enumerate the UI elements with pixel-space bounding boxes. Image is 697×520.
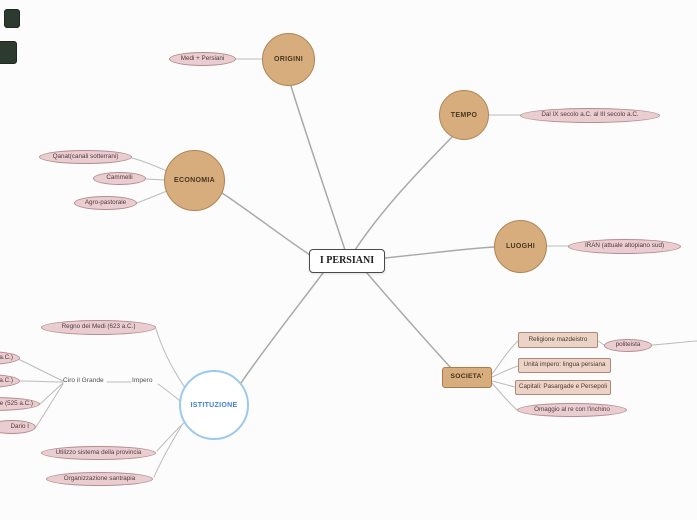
child-label: a.C.) [0, 353, 13, 361]
child-node-iran[interactable]: IRAN (attuale altopiano sud) [568, 239, 681, 254]
child-label: Qanat(canali sotterrani) [52, 152, 119, 160]
child-node-periodo[interactable]: Dal IX secolo a.C. al III secolo a.C. [520, 108, 660, 123]
child-label: Religione mazdeistro [528, 335, 588, 343]
child-node-cammelli[interactable]: Cammelli [93, 172, 146, 185]
child-node-dario-i[interactable]: Dario I [0, 420, 36, 434]
child-label: politeista [615, 341, 641, 349]
branch-node-tempo[interactable]: TEMPO [439, 90, 489, 140]
branch-node-economia[interactable]: ECONOMIA [164, 150, 225, 211]
child-label: Organizzazione santrapia [63, 474, 136, 482]
child-label: Agro-pastorale [84, 198, 127, 206]
child-node-organizzazione-santrapia[interactable]: Organizzazione santrapia [46, 472, 153, 486]
child-label: IRAN (attuale altopiano sud) [584, 242, 665, 250]
child-label: e (525 a.C.) [0, 399, 33, 407]
child-label: Omaggio al re con l'inchino [534, 405, 610, 413]
child-node-qanat[interactable]: Qanat(canali sotterrani) [39, 150, 132, 164]
child-label: Regno dei Medi (623 a.C.) [61, 323, 136, 331]
child-node-capitali[interactable]: Capitali: Pasargade e Persepoli [515, 380, 611, 395]
cutoff-dark-element-2[interactable] [0, 41, 17, 64]
branch-label: SOCIETA' [450, 373, 484, 381]
child-label: a.C.) [0, 376, 13, 384]
child-label: Dal IX secolo a.C. al III secolo a.C. [541, 111, 639, 119]
branch-label: ISTITUZIONE [190, 401, 238, 409]
branch-node-istituzione[interactable]: ISTITUZIONE [179, 370, 249, 440]
branch-node-luoghi[interactable]: LUOGHI [494, 220, 547, 273]
child-label: Medi + Persiani [180, 54, 225, 62]
text-node-impero[interactable]: Impero [132, 377, 153, 384]
child-node-omaggio[interactable]: Omaggio al re con l'inchino [517, 403, 627, 417]
child-label: Cammelli [106, 174, 133, 182]
branch-label: ECONOMIA [174, 177, 215, 184]
cutoff-dark-element-1[interactable] [4, 9, 20, 28]
child-node-utilizzo-provincia[interactable]: Utilizzo sistema della provincia [41, 446, 156, 460]
child-label: Dario I [10, 422, 29, 430]
child-node-religione[interactable]: Religione mazdeistro [518, 332, 598, 348]
child-node-politeista[interactable]: politeista [604, 339, 652, 352]
branch-node-origini[interactable]: ORIGINI [262, 33, 315, 86]
child-node-medi-persiani[interactable]: Medi + Persiani [169, 52, 236, 66]
child-label: Capitali: Pasargade e Persepoli [518, 383, 608, 391]
child-node-regno-dei-medi[interactable]: Regno dei Medi (623 a.C.) [41, 320, 156, 335]
child-label: Unità impero: lingua persiana [523, 361, 606, 369]
branch-label: TEMPO [450, 111, 478, 119]
branch-label: LUOGHI [505, 243, 536, 250]
child-node-agro-pastorale[interactable]: Agro-pastorale [74, 196, 137, 210]
text-node-ciro-il-grande[interactable]: Ciro il Grande [63, 377, 104, 384]
branch-node-societa[interactable]: SOCIETA' [442, 367, 492, 388]
child-label: Utilizzo sistema della provincia [55, 448, 142, 456]
root-node-i-persiani[interactable]: I PERSIANI [309, 249, 385, 273]
branch-label: ORIGINI [274, 56, 303, 63]
root-label: I PERSIANI [319, 255, 375, 266]
child-node-unita-impero[interactable]: Unità impero: lingua persiana [518, 358, 611, 373]
